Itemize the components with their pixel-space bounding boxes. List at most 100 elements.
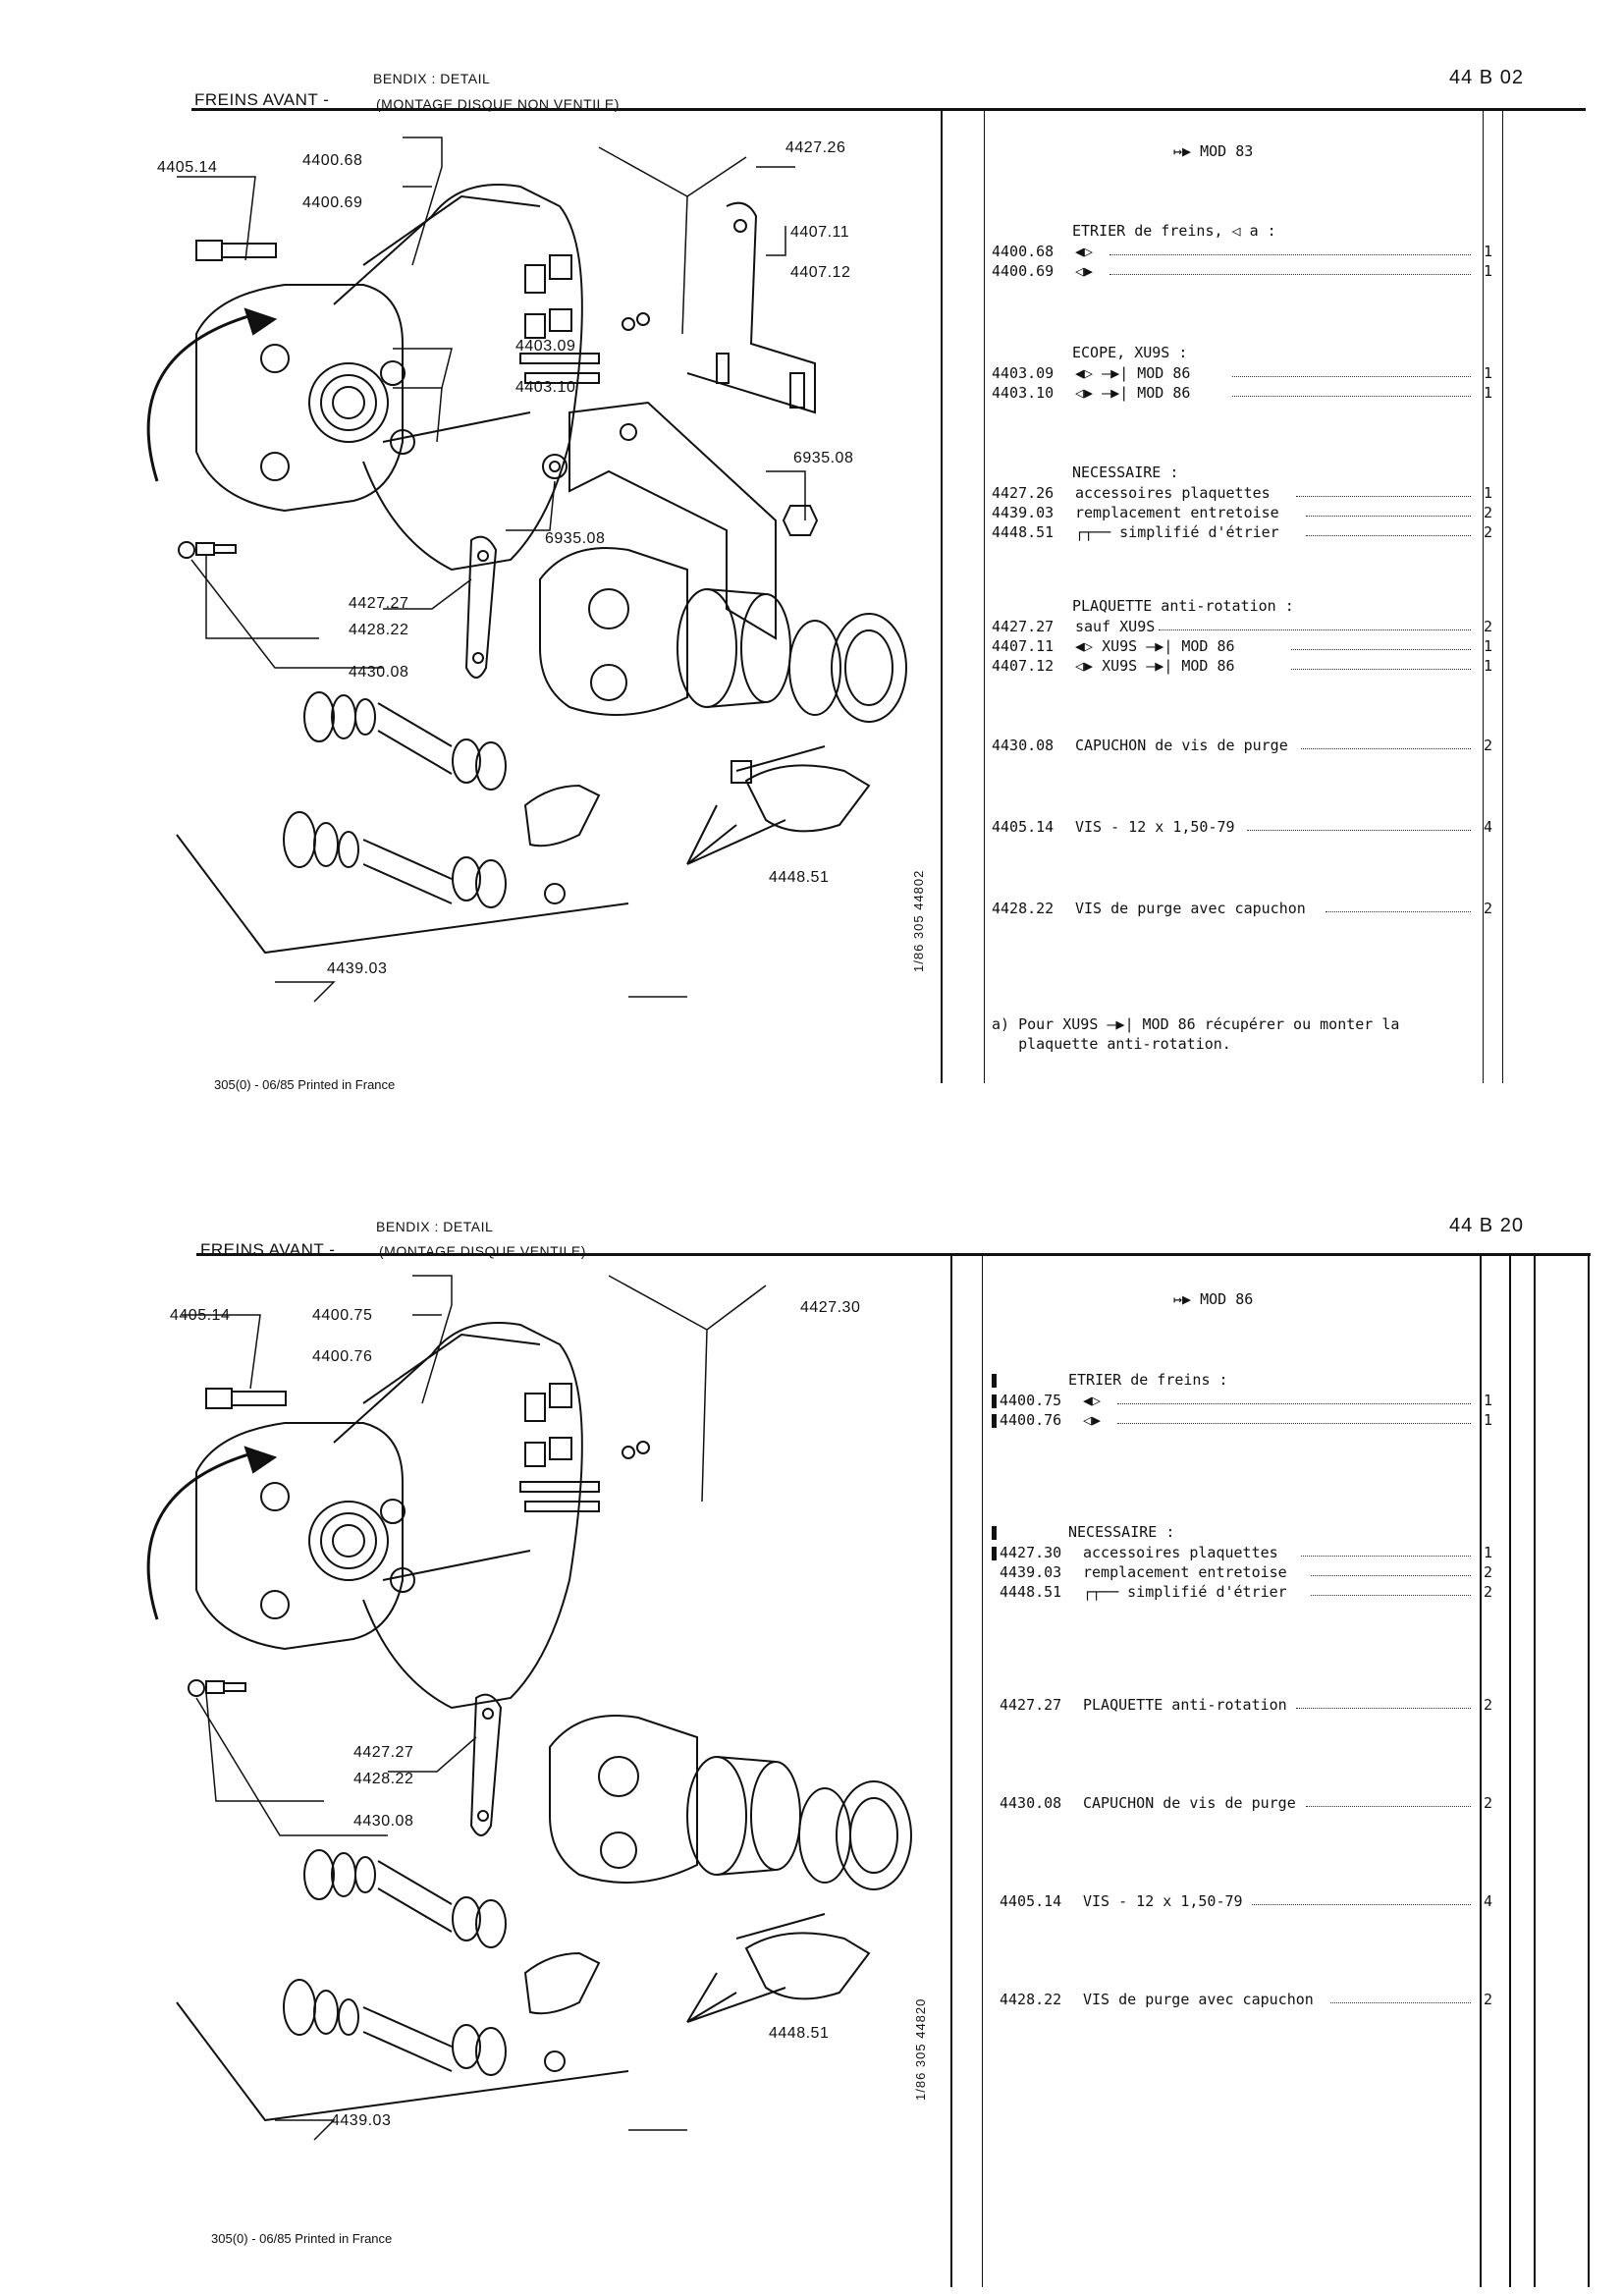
document-code: 1/86 305 44802	[911, 869, 926, 972]
part-number: 4400.68	[992, 243, 1055, 260]
callout-label: 4427.30	[800, 1299, 861, 1316]
list-item: 4400.75◀▷1	[992, 1392, 1492, 1411]
callout-label: 4405.14	[170, 1307, 231, 1324]
part-number: 4400.69	[992, 262, 1055, 280]
caliper-housing	[539, 547, 688, 716]
divider	[1509, 1256, 1511, 2287]
footer-print-info: 305(0) - 06/85 Printed in France	[214, 1077, 396, 1092]
part-number: 4427.27	[1000, 1696, 1062, 1714]
document-code: 1/86 305 44820	[913, 1997, 928, 2101]
callout-label: 4448.51	[769, 869, 830, 886]
part-number: 4400.75	[1000, 1392, 1062, 1409]
exploded-diagram	[146, 1275, 912, 2141]
caliper-carrier	[333, 184, 583, 572]
divider	[1502, 111, 1503, 1083]
caliper-housing	[549, 1715, 698, 1884]
quantity: 2	[1483, 1563, 1492, 1581]
anti-rotation-plate	[469, 1693, 503, 1836]
quantity: 4	[1483, 818, 1492, 836]
callout-label: 4430.08	[353, 1813, 414, 1830]
divider	[1534, 1256, 1536, 2287]
anti-rotation-plate	[464, 535, 498, 679]
list-item: 4400.76◁▶1	[992, 1411, 1492, 1431]
quantity: 2	[1483, 1794, 1492, 1812]
callout-label: 6935.08	[793, 450, 854, 466]
part-number: 4405.14	[1000, 1892, 1062, 1910]
callout-label: 4427.27	[353, 1744, 414, 1761]
page-subtitle: BENDIX : DETAIL	[376, 1219, 494, 1234]
part-number: 4427.26	[992, 484, 1055, 502]
group-heading: NECESSAIRE :	[1072, 464, 1179, 481]
revision-mark	[992, 1413, 997, 1428]
divider	[1483, 111, 1484, 1083]
parts-list: ↦▶ MOD 83 ETRIER de freins, ◁ a : 4400.6…	[992, 137, 1492, 1080]
revision-mark	[992, 1525, 997, 1540]
page-subtitle: BENDIX : DETAIL	[373, 71, 491, 86]
quantity: 1	[1483, 1392, 1492, 1409]
callout-label: 4405.14	[157, 159, 218, 176]
quantity: 2	[1483, 504, 1492, 521]
part-number: 4430.08	[1000, 1794, 1062, 1812]
part-number: 4405.14	[992, 818, 1055, 836]
revision-mark	[992, 1394, 997, 1408]
divider	[950, 1256, 952, 2287]
part-number: 4403.10	[992, 384, 1055, 402]
part-number: 4448.51	[1000, 1583, 1062, 1601]
callout-label: 4407.11	[790, 224, 850, 241]
part-number: 4427.30	[1000, 1544, 1062, 1561]
modification-badge: ↦▶ MOD 83	[1173, 142, 1254, 160]
callout-label: 4428.22	[349, 622, 409, 638]
quantity: 4	[1483, 1892, 1492, 1910]
callout-label: 4407.12	[790, 264, 851, 281]
exploded-diagram	[146, 137, 907, 1003]
revision-mark	[992, 1373, 997, 1388]
quantity: 1	[1483, 637, 1492, 655]
footnote: a) Pour XU9S —▶∣ MOD 86 récupérer ou mon…	[992, 1015, 1400, 1053]
list-item: 4400.69◁▶1	[992, 262, 1492, 280]
callout-label: 4439.03	[331, 2112, 392, 2129]
divider	[1588, 1256, 1590, 2287]
part-number: 4448.51	[992, 523, 1055, 541]
catalog-page-top: FREINS AVANT - BENDIX : DETAIL (MONTAGE …	[146, 67, 1586, 1092]
anti-rotation-bracket	[686, 201, 816, 414]
revision-mark	[992, 1546, 997, 1560]
caliper-body	[195, 1422, 404, 1651]
quantity: 1	[1483, 484, 1492, 502]
callout-label: 4430.08	[349, 664, 409, 681]
callout-label: 4400.76	[312, 1348, 373, 1365]
quantity: 1	[1483, 1411, 1492, 1429]
list-item: 4400.68◀▷1	[992, 243, 1492, 260]
quantity: 1	[1483, 384, 1492, 402]
page-title: FREINS AVANT -	[200, 1240, 336, 1259]
part-number: 4428.22	[1000, 1991, 1062, 2008]
modification-badge: ↦▶ MOD 86	[1173, 1290, 1254, 1308]
part-number: 4400.76	[1000, 1411, 1062, 1429]
group-heading: PLAQUETTE anti-rotation :	[1072, 597, 1294, 615]
part-number: 4407.12	[992, 657, 1055, 675]
part-number: 4439.03	[1000, 1563, 1062, 1581]
callout-label: 4427.26	[785, 139, 846, 156]
callout-label: 4400.69	[302, 194, 363, 211]
quantity: 1	[1483, 657, 1492, 675]
quantity: 2	[1483, 1991, 1492, 2008]
callout-label: 4448.51	[769, 2025, 830, 2042]
page-reference: 44 B 20	[1449, 1215, 1524, 1236]
callout-label: 4428.22	[353, 1771, 414, 1787]
quantity: 2	[1483, 737, 1492, 754]
callout-label: 4427.27	[349, 595, 409, 612]
part-number: 4430.08	[992, 737, 1055, 754]
parts-list: ↦▶ MOD 86 ETRIER de freins : 4400.75◀▷1 …	[992, 1290, 1492, 2233]
page-subtitle-2: (MONTAGE DISQUE VENTILE)	[379, 1243, 586, 1259]
